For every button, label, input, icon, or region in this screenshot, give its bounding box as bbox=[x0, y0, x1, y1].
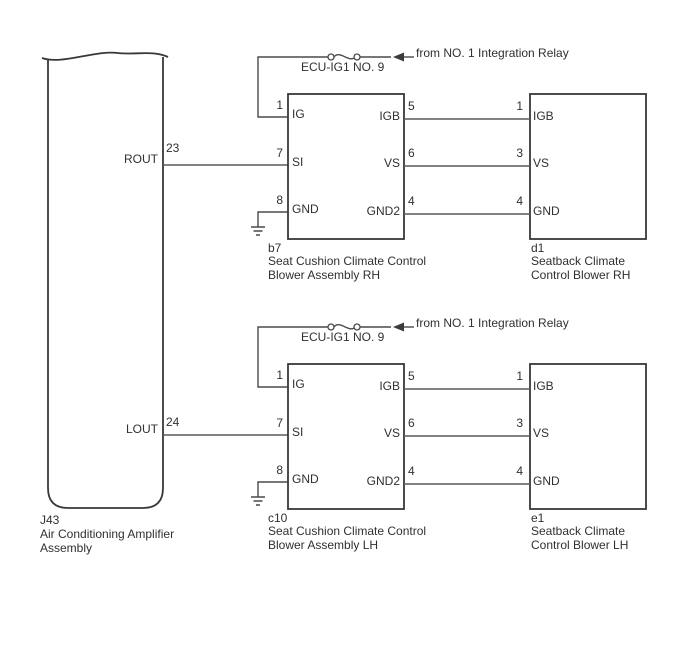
c10-igb-label: IGB bbox=[379, 379, 400, 393]
c10-pin6-number: 6 bbox=[408, 416, 415, 430]
d1-vs-label: VS bbox=[533, 156, 550, 170]
b7-connector-id: b7 bbox=[268, 241, 282, 255]
amplifier-pin-rout-label: ROUT bbox=[124, 152, 158, 166]
ground-icon-rh bbox=[251, 226, 265, 236]
c10-caption-line1: Seat Cushion Climate Control bbox=[268, 524, 427, 538]
d1-igb-label: IGB bbox=[533, 109, 554, 123]
b7-ig-label: IG bbox=[292, 107, 305, 121]
c10-gnd2-label: GND2 bbox=[366, 474, 400, 488]
b7-vs-label: VS bbox=[383, 156, 400, 170]
amplifier-pin-rout-number: 23 bbox=[166, 141, 180, 155]
b7-pin1-number: 1 bbox=[276, 98, 283, 112]
amplifier-pin-lout-label: LOUT bbox=[125, 422, 158, 436]
wire-ig-feed-rh bbox=[257, 56, 328, 118]
b7-pin5-number: 5 bbox=[408, 99, 415, 113]
e1-vs-label: VS bbox=[533, 426, 550, 440]
e1-caption-line1: Seatback Climate bbox=[531, 524, 626, 538]
e1-igb-label: IGB bbox=[533, 379, 554, 393]
d1-caption-line1: Seatback Climate bbox=[531, 254, 626, 268]
ground-icon-lh bbox=[251, 496, 265, 506]
b7-pin7-number: 7 bbox=[276, 146, 283, 160]
b7-gnd-label: GND bbox=[292, 202, 319, 216]
amplifier-caption-line1: Air Conditioning Amplifier bbox=[40, 527, 175, 541]
b7-pin8-number: 8 bbox=[276, 193, 283, 207]
c10-caption-line2: Blower Assembly LH bbox=[268, 538, 379, 552]
wire-ig-feed-lh bbox=[257, 326, 328, 388]
fuse-element-icon-lh bbox=[333, 324, 357, 330]
e1-pin4-number: 4 bbox=[516, 464, 523, 478]
amplifier-pin-lout-number: 24 bbox=[166, 415, 180, 429]
amplifier-outline bbox=[47, 57, 164, 509]
b7-pin6-number: 6 bbox=[408, 146, 415, 160]
e1-caption-line2: Control Blower LH bbox=[531, 538, 629, 552]
c10-pin7-number: 7 bbox=[276, 416, 283, 430]
e1-pin1-number: 1 bbox=[516, 369, 523, 383]
b7-gnd2-label: GND2 bbox=[366, 204, 400, 218]
wire-gnd-rh bbox=[257, 211, 288, 227]
c10-connector-id: c10 bbox=[268, 511, 288, 525]
b7-pin4-number: 4 bbox=[408, 194, 415, 208]
c10-ig-label: IG bbox=[292, 377, 305, 391]
d1-pin4-number: 4 bbox=[516, 194, 523, 208]
b7-igb-label: IGB bbox=[379, 109, 400, 123]
amplifier-caption-line2: Assembly bbox=[40, 541, 93, 555]
wire-gnd-lh bbox=[257, 481, 288, 497]
d1-connector-id: d1 bbox=[531, 241, 545, 255]
amplifier-break-line bbox=[41, 51, 169, 61]
amplifier-connector-id: J43 bbox=[40, 513, 60, 527]
fuse-label-lh: ECU-IG1 NO. 9 bbox=[301, 330, 385, 344]
c10-pin8-number: 8 bbox=[276, 463, 283, 477]
b7-caption-line2: Blower Assembly RH bbox=[268, 268, 381, 282]
relay-arrow-icon-lh bbox=[393, 322, 404, 332]
e1-pin3-number: 3 bbox=[516, 416, 523, 430]
d1-pin3-number: 3 bbox=[516, 146, 523, 160]
fuse-label-rh: ECU-IG1 NO. 9 bbox=[301, 60, 385, 74]
fuse-element-icon-rh bbox=[333, 54, 357, 60]
e1-connector-id: e1 bbox=[531, 511, 545, 525]
b7-caption-line1: Seat Cushion Climate Control bbox=[268, 254, 427, 268]
d1-caption-line2: Control Blower RH bbox=[531, 268, 631, 282]
d1-pin1-number: 1 bbox=[516, 99, 523, 113]
c10-pin1-number: 1 bbox=[276, 368, 283, 382]
c10-vs-label: VS bbox=[383, 426, 400, 440]
relay-source-label-lh: from NO. 1 Integration Relay bbox=[416, 316, 569, 330]
c10-pin5-number: 5 bbox=[408, 369, 415, 383]
b7-si-label: SI bbox=[292, 155, 304, 169]
d1-gnd-label: GND bbox=[533, 204, 560, 218]
e1-gnd-label: GND bbox=[533, 474, 560, 488]
c10-si-label: SI bbox=[292, 425, 304, 439]
relay-arrow-icon-rh bbox=[393, 52, 404, 62]
c10-pin4-number: 4 bbox=[408, 464, 415, 478]
relay-source-label-rh: from NO. 1 Integration Relay bbox=[416, 46, 569, 60]
c10-gnd-label: GND bbox=[292, 472, 319, 486]
